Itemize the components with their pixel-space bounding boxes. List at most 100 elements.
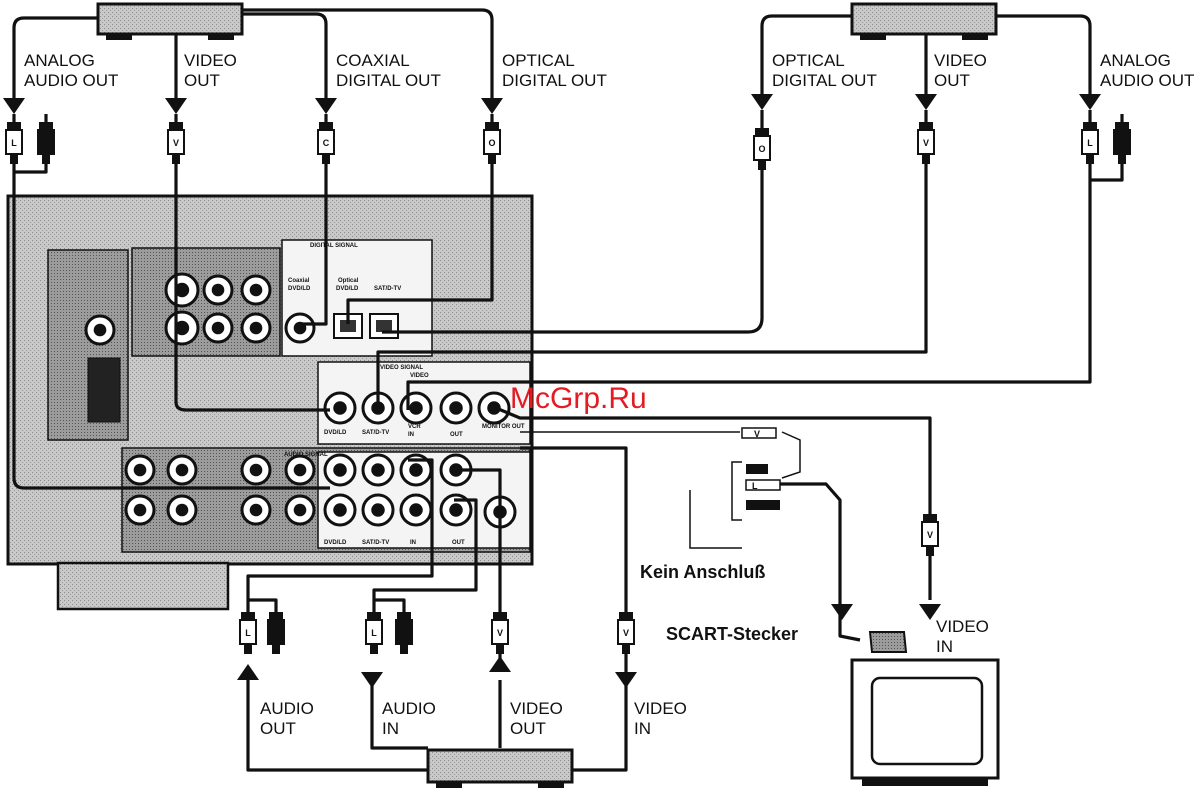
rca-plug — [37, 122, 55, 164]
audio-sat-dtv-label: SAT/D-TV — [362, 540, 389, 546]
bottom-video-in-label-line2: IN — [634, 719, 651, 738]
plug-letter: V — [923, 138, 929, 148]
cable-optical-top-right — [382, 110, 764, 334]
jack — [284, 494, 316, 526]
jack — [439, 493, 473, 527]
monitor-out-label: MONITOR OUT — [482, 424, 525, 430]
jack — [240, 274, 272, 306]
audio-dvd-ld-label: DVD/LD — [324, 540, 347, 546]
plug-letter: C — [323, 138, 330, 148]
plug-letter: L — [245, 628, 251, 638]
optical-digital-out-label-line2: DIGITAL OUT — [502, 71, 607, 90]
jack — [399, 493, 433, 527]
jack — [323, 453, 357, 487]
rca-plug: V — [917, 122, 935, 164]
plug-letter: O — [758, 144, 765, 154]
rca-plug: C — [317, 122, 335, 164]
bottom-video-in-label-line1: VIDEO — [634, 699, 687, 718]
coaxial-digital-out-label-line1: COAXIAL — [336, 51, 410, 70]
rca-plug: V — [167, 122, 185, 164]
plug-letter: L — [1087, 138, 1093, 148]
digital-signal-label: DIGITAL SIGNAL — [310, 243, 358, 249]
bottom-video-out-label-line2: OUT — [510, 719, 546, 738]
arrow-down-icon — [3, 98, 25, 114]
optical-sat-dtv-label: SAT/D-TV — [374, 286, 401, 292]
bottom-video-out-label-line1: VIDEO — [510, 699, 563, 718]
cable-audio-out-r-bottom — [248, 598, 278, 612]
rca-plug: L — [239, 612, 257, 654]
arrow-down-icon — [919, 604, 941, 620]
top-right-device — [760, 2, 1092, 94]
cables — [12, 110, 1124, 772]
optical-digital-out-label-line1: OPTICAL — [502, 51, 575, 70]
video-dvd-ld-label: DVD/LD — [324, 430, 347, 436]
optical-jack-label: Optical — [338, 278, 359, 284]
plug-letter: V — [497, 628, 503, 638]
plug-letter: L — [371, 628, 377, 638]
top-left-device — [12, 2, 494, 98]
rca-plug: O — [483, 122, 501, 164]
cable-video-top-right — [376, 110, 928, 410]
jack — [124, 494, 156, 526]
top-left-labels: ANALOG AUDIO OUT VIDEO OUT COAXIAL DIGIT… — [24, 51, 607, 90]
jack — [284, 454, 316, 486]
rca-plug — [1113, 122, 1131, 164]
jack — [240, 494, 272, 526]
jack — [240, 454, 272, 486]
optical-socket — [369, 313, 399, 339]
jack — [323, 493, 357, 527]
video-signal-label: VIDEO SIGNAL — [380, 365, 423, 371]
rca-plug: L — [1081, 122, 1099, 164]
plug-letter: V — [927, 530, 933, 540]
arrow-up-icon — [237, 664, 259, 680]
rca-plug: V — [491, 612, 509, 654]
cable-monitor-to-tv — [495, 406, 932, 600]
audio-signal-label: AUDIO SIGNAL — [284, 452, 328, 458]
jack — [202, 274, 234, 306]
cable-video-top-left — [174, 114, 330, 412]
right-video-out-label-line1: VIDEO — [934, 51, 987, 70]
jack — [323, 391, 357, 425]
cable-coaxial-top-left — [300, 114, 328, 326]
tv-set — [850, 631, 1000, 786]
cable-audio-out-bottom — [246, 680, 432, 772]
bottom-device — [426, 748, 574, 788]
jack — [164, 310, 200, 346]
jack — [477, 391, 511, 425]
jack — [166, 454, 198, 486]
jack — [164, 272, 200, 308]
watermark: McGrp.Ru — [510, 382, 647, 415]
rca-plug — [267, 612, 285, 654]
cable-video-in-bottom-low — [572, 680, 628, 772]
arrow-down-icon — [315, 98, 337, 114]
jack — [361, 453, 395, 487]
rca-plug — [395, 612, 413, 654]
jack — [124, 454, 156, 486]
jack — [284, 312, 316, 344]
jack — [399, 453, 433, 487]
cable-analog-audio-top-left — [12, 114, 330, 490]
cable-audio-in-bottom-low — [370, 680, 428, 750]
cable-audio-in-r-bottom — [374, 598, 406, 612]
video-vcr-label: VCR — [408, 424, 421, 430]
bottom-audio-in-label-line1: AUDIO — [382, 699, 436, 718]
jack — [202, 312, 234, 344]
arrow-down-icon — [1079, 94, 1101, 110]
jack — [439, 453, 473, 487]
cable-scart — [780, 482, 861, 642]
cable-optical-top-left — [346, 114, 494, 324]
arrows — [3, 94, 1101, 688]
audio-vcr-in-label: IN — [410, 540, 416, 546]
rca-plug: L — [365, 612, 383, 654]
cable-video-in-bottom — [520, 446, 628, 680]
plug-letter: V — [623, 628, 629, 638]
jack — [240, 312, 272, 344]
bottom-audio-out-label-line1: AUDIO — [260, 699, 314, 718]
no-connection-pointer — [689, 490, 742, 549]
cable-audio-out-bottom-up — [246, 458, 434, 612]
analog-audio-out-label-line2: AUDIO OUT — [24, 71, 118, 90]
scart-video-plug-letter: V — [754, 429, 760, 439]
tv-labels: VIDEO IN SCART-Stecker Kein Anschluß — [640, 562, 989, 656]
coaxial-jack-label: Coaxial — [288, 278, 310, 284]
optical-dvd-ld-label: DVD/LD — [336, 286, 359, 292]
